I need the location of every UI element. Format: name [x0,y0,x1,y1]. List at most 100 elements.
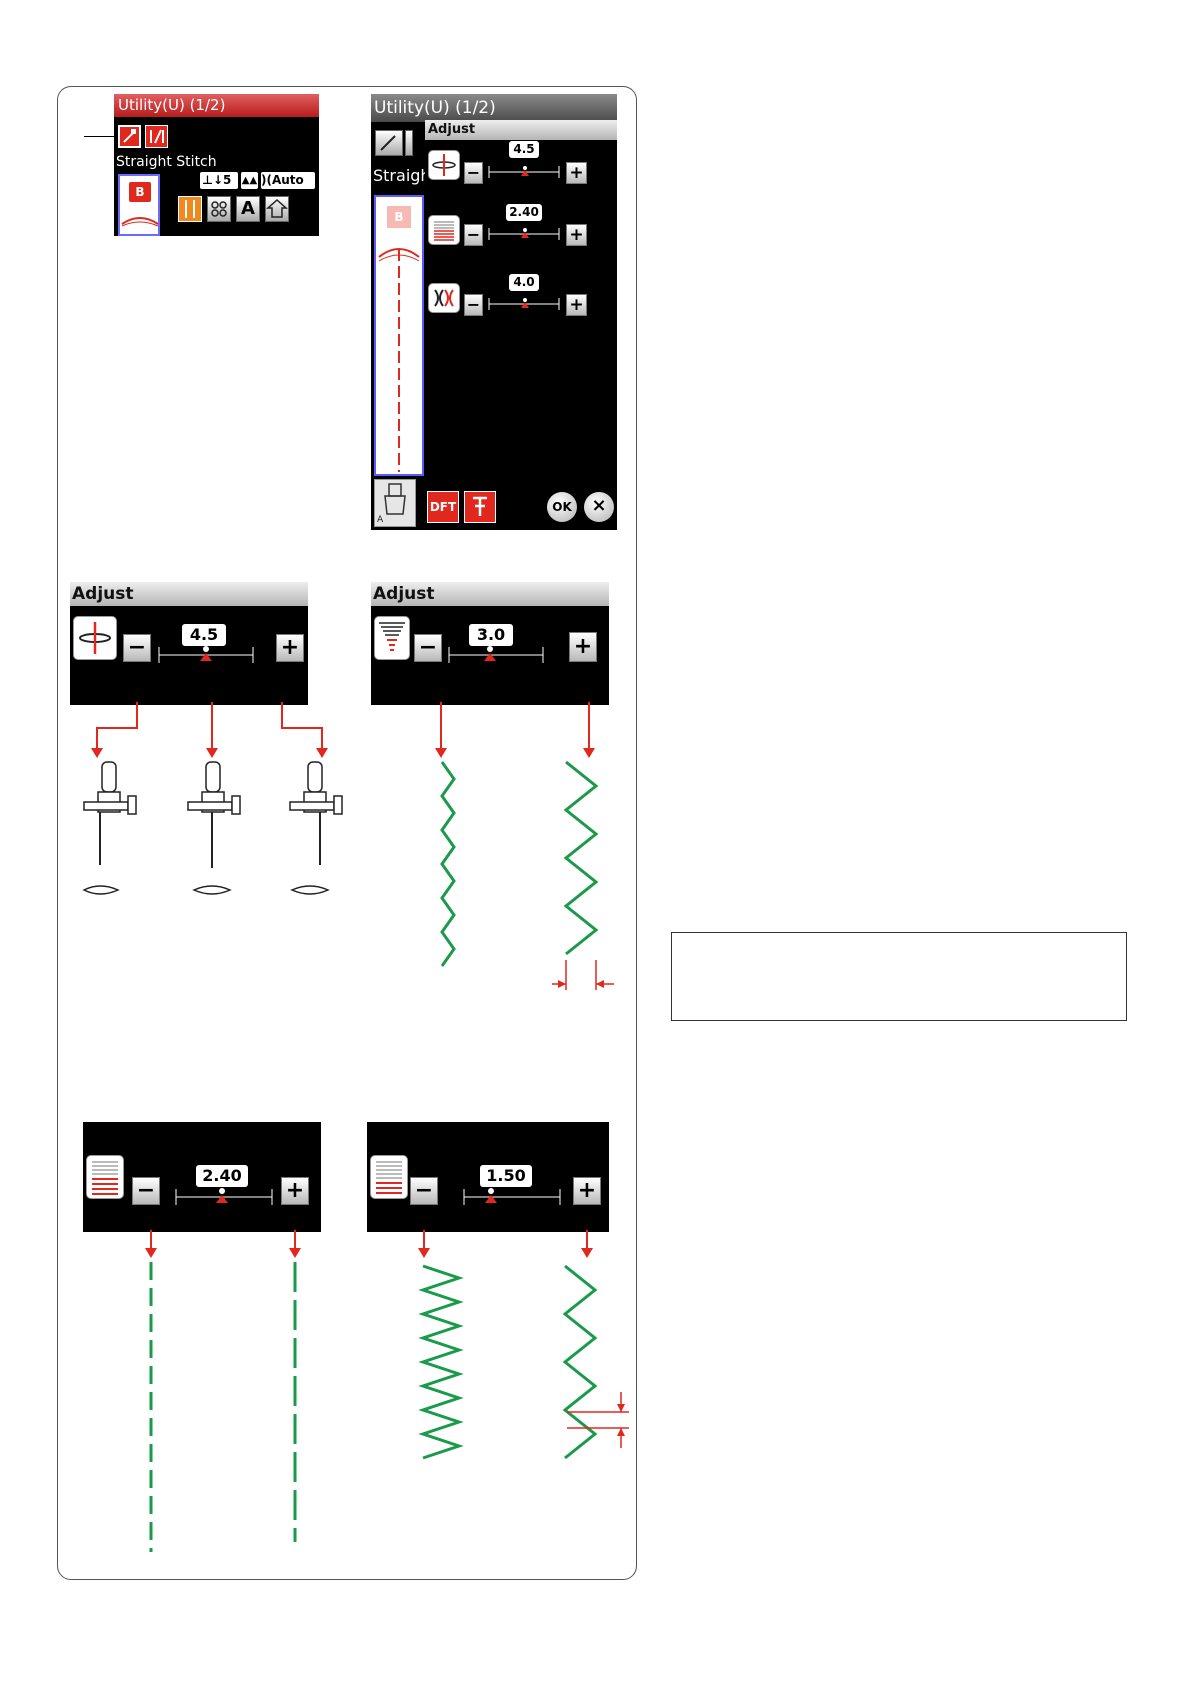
needle-position-plus-button[interactable]: + [566,162,587,184]
stitch-category-icon [380,135,396,151]
scissors-icon [211,201,227,217]
stitch-length-plus-button[interactable]: + [573,1177,601,1205]
short-straight-stitch [149,1262,153,1552]
adjust-panel-title: Adjust [425,120,617,140]
stitch-category-icon [123,129,136,143]
thread-tension-indicator: )(Auto [261,172,315,189]
narrow-zigzag-stitch [440,761,456,967]
needle-position-minus-button[interactable]: − [123,634,151,662]
close-button[interactable]: × [584,492,614,522]
thread-tension-value: 4.0 [509,274,539,291]
figure-frame [57,86,637,1580]
needle-position-value: 4.5 [182,624,226,646]
feed-dog-icon: ▲▲ [241,172,258,189]
stitch-length-plus-button[interactable]: + [566,224,587,246]
stitch-length-zigzag-arrows [418,1230,593,1258]
foot-label: A [377,515,384,525]
zigzag-category-button[interactable] [145,125,168,148]
letter-mode-button[interactable]: A [236,196,260,222]
utility-screen-small: Utility(U) (1/2) Straight Stitch B ⊥↓5 ▲… [114,94,319,236]
needle-left-illustration [82,761,137,895]
memorize-button[interactable] [464,491,496,523]
stitch-length-minus-button[interactable]: − [464,224,483,246]
utility-adjust-screen: Utility(U) (1/2) Straigh B A Adjust − 4.… [371,94,617,530]
pattern-name: Straigh [373,166,431,185]
needle-position-panel: Adjust − 4.5 + [70,582,308,705]
stitch-length-panel-zigzag: − 1.50 + [367,1122,609,1232]
adjust-panel: Adjust − 4.5 + − 2.40 + − 4.0 + DFT OK × [425,120,617,530]
stitch-length-minus-button[interactable]: − [410,1177,438,1205]
stitch-width-minus-button[interactable]: − [414,634,442,662]
stitch-length-value: 2.40 [196,1165,248,1187]
presser-foot-outline-icon [121,217,159,227]
straight-stitch-category-button[interactable] [375,130,403,156]
zigzag-category-icon [150,129,164,144]
foot-pressure-icon: ⊥↓ [202,173,224,187]
long-straight-stitch [293,1262,297,1542]
stitch-width-panel: Adjust − 3.0 + [371,582,609,705]
screen-title: Utility(U) (1/2) [371,94,617,122]
stitch-length-minus-button[interactable]: − [132,1177,160,1205]
zigzag-category-button[interactable] [405,130,413,156]
stitch-length-icon [86,1155,124,1199]
needle-position-arrows [91,702,328,758]
needle-position-icon [73,616,117,660]
tension-icon: )( [261,173,272,187]
stitch-length-scale [463,1188,561,1205]
stitch-length-scale [175,1188,273,1205]
thread-tension-icon [428,283,460,313]
stitch-width-scale [448,646,544,663]
presser-foot-display: A [374,479,416,527]
stitch-length-straight-arrows [145,1230,301,1258]
straight-stitch-preview-icon [378,248,420,472]
pattern-preview[interactable]: B [118,174,160,236]
stitch-width-value: 3.0 [469,624,513,646]
home-button[interactable] [265,196,289,222]
stitch-width-plus-button[interactable]: + [569,632,597,662]
needle-right-illustration [289,761,343,895]
needle-position-plus-button[interactable]: + [276,634,304,662]
pattern-badge: B [129,182,151,202]
panel-title: Adjust [70,582,308,606]
thread-tension-minus-button[interactable]: − [464,294,483,316]
pattern-name: Straight Stitch [116,154,217,170]
straight-stitch-category-button[interactable] [118,125,141,148]
thread-tension-plus-button[interactable]: + [566,294,587,316]
memorize-icon [473,496,487,516]
stitch-adjust-button[interactable] [207,196,231,222]
needle-icon [185,200,195,218]
panel-title: Adjust [371,582,609,606]
thread-tension-scale [488,298,560,310]
pointer-line [84,136,115,137]
stitch-length-scale [488,228,560,240]
default-button[interactable]: DFT [427,491,459,523]
dense-zigzag-stitch [418,1264,464,1460]
presser-foot-value: 5 [223,173,232,187]
stitch-length-plus-button[interactable]: + [281,1177,309,1205]
needle-position-scale [488,166,560,178]
pattern-badge: B [387,206,411,228]
sparse-zigzag-stitch [562,1264,598,1460]
note-box [671,932,1127,1021]
stitch-length-panel-straight: − 2.40 + [83,1122,321,1232]
needle-position-icon [428,150,460,180]
stitch-width-icon [374,616,410,660]
needle-position-scale [158,646,254,663]
stitch-length-dimension [567,1392,629,1448]
stitch-length-icon [370,1155,408,1199]
pattern-preview: B [374,195,424,476]
needle-position-value: 4.5 [509,141,539,158]
stitch-width-arrows [435,702,595,758]
needle-up-down-button[interactable] [178,196,202,222]
ok-button[interactable]: OK [547,492,577,522]
stitch-length-icon [428,215,460,245]
needle-position-minus-button[interactable]: − [464,162,483,184]
presser-foot-indicator: ⊥↓5 [200,172,238,189]
screen-title: Utility(U) (1/2) [114,94,319,117]
needle-center-illustration [187,761,241,895]
stitch-width-dimension [552,960,614,990]
stitch-length-value: 2.40 [506,204,542,221]
thread-mode-value: Auto [271,173,304,187]
wide-zigzag-stitch [563,760,599,956]
stitch-length-value: 1.50 [480,1165,532,1187]
